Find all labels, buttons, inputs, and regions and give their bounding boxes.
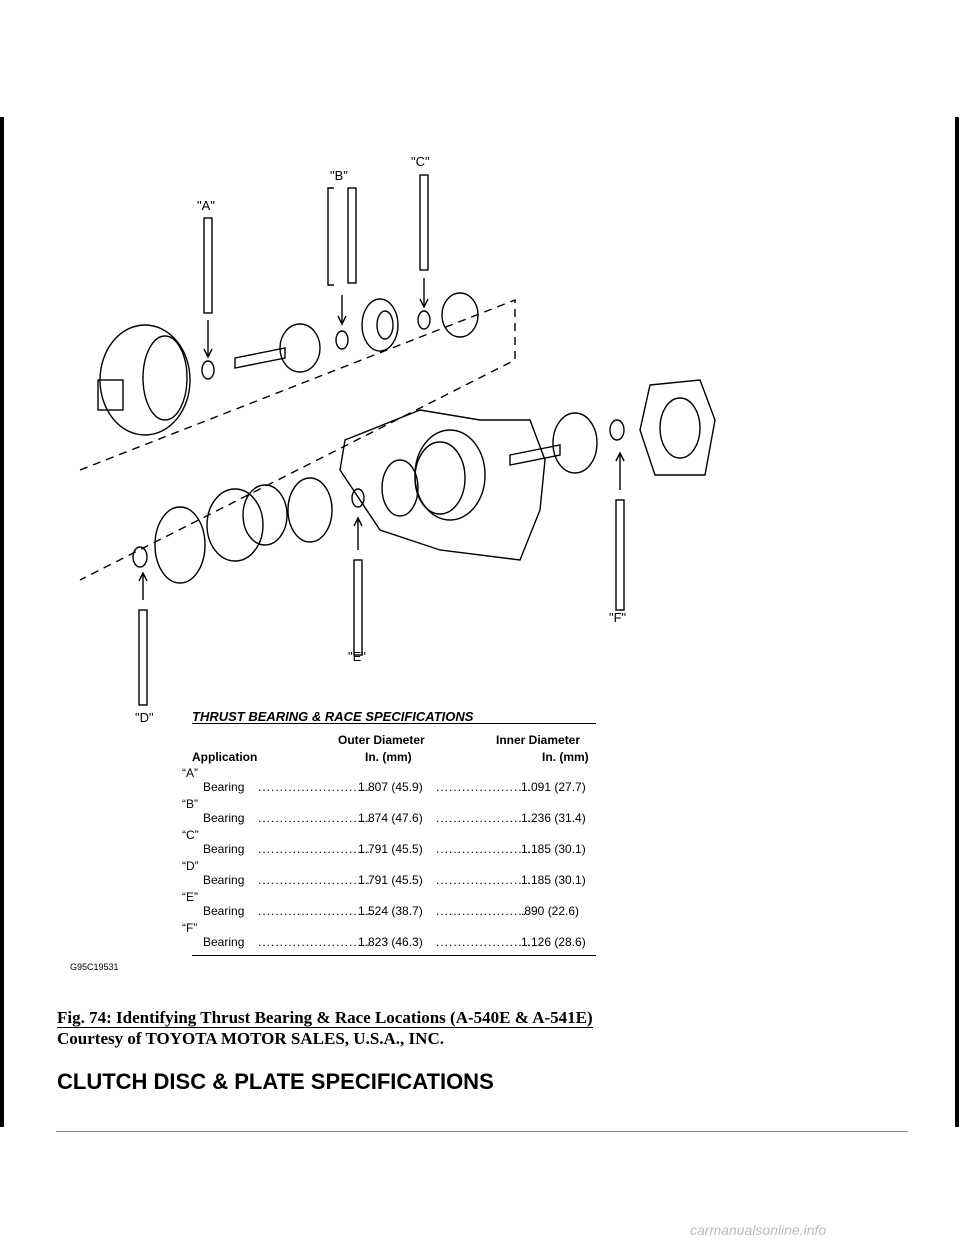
label-a: "A" bbox=[197, 198, 215, 213]
table-title: THRUST BEARING & RACE SPECIFICATIONS bbox=[192, 709, 474, 724]
row-application: “A” bbox=[182, 766, 198, 780]
row-item: Bearing bbox=[203, 904, 245, 918]
row-inner-diameter: 1.091 (27.7) bbox=[521, 780, 586, 794]
col-inner-line2: In. (mm) bbox=[542, 750, 589, 764]
row-leader: ...................... bbox=[436, 935, 532, 949]
row-leader: .......................... bbox=[258, 811, 371, 825]
row-inner-diameter: 1.236 (31.4) bbox=[521, 811, 586, 825]
row-leader: .......................... bbox=[258, 842, 371, 856]
row-leader: .......................... bbox=[258, 873, 371, 887]
footer-rule bbox=[56, 1131, 908, 1132]
row-item: Bearing bbox=[203, 842, 245, 856]
row-leader: ...................... bbox=[436, 811, 532, 825]
col-outer-line2: In. (mm) bbox=[365, 750, 412, 764]
row-leader: ...................... bbox=[436, 780, 532, 794]
row-item: Bearing bbox=[203, 873, 245, 887]
row-leader: .......................... bbox=[258, 935, 371, 949]
dashed-guide bbox=[79, 298, 516, 581]
figure-credit: Courtesy of TOYOTA MOTOR SALES, U.S.A., … bbox=[57, 1029, 444, 1048]
row-application: “F” bbox=[182, 921, 198, 935]
row-inner-diameter: 1.185 (30.1) bbox=[521, 873, 586, 887]
row-inner-diameter: 1.185 (30.1) bbox=[521, 842, 586, 856]
col-application: Application bbox=[192, 750, 258, 764]
row-application: “C” bbox=[182, 828, 199, 842]
row-outer-diameter: 1.807 (45.9) bbox=[358, 780, 423, 794]
col-outer-line1: Outer Diameter bbox=[338, 733, 425, 747]
row-inner-diameter: 1.126 (28.6) bbox=[521, 935, 586, 949]
label-d: "D" bbox=[135, 710, 154, 725]
row-leader: ...................... bbox=[436, 842, 532, 856]
row-leader: .......................... bbox=[258, 904, 371, 918]
page-edge-right bbox=[955, 117, 959, 1127]
strip-f bbox=[615, 499, 625, 611]
label-f: "F" bbox=[609, 610, 627, 625]
row-inner-diameter: .890 (22.6) bbox=[521, 904, 580, 918]
row-leader: .......................... bbox=[258, 780, 371, 794]
row-leader: ...................... bbox=[436, 873, 532, 887]
label-b: "B" bbox=[330, 168, 348, 183]
row-item: Bearing bbox=[203, 811, 245, 825]
strip-c bbox=[419, 174, 429, 271]
row-application: “B” bbox=[182, 797, 198, 811]
row-outer-diameter: 1.791 (45.5) bbox=[358, 873, 423, 887]
row-item: Bearing bbox=[203, 780, 245, 794]
page-edge-left bbox=[0, 117, 4, 1127]
row-application: “D” bbox=[182, 859, 199, 873]
strip-e bbox=[353, 559, 363, 656]
section-heading: CLUTCH DISC & PLATE SPECIFICATIONS bbox=[57, 1069, 494, 1094]
row-outer-diameter: 1.823 (46.3) bbox=[358, 935, 423, 949]
figure-code: G95C19531 bbox=[70, 962, 119, 972]
row-application: “E” bbox=[182, 890, 198, 904]
row-outer-diameter: 1.874 (47.6) bbox=[358, 811, 423, 825]
strip-a bbox=[203, 217, 213, 314]
strip-d bbox=[138, 609, 148, 706]
label-e: "E" bbox=[348, 649, 366, 664]
row-item: Bearing bbox=[203, 935, 245, 949]
row-leader: ...................... bbox=[436, 904, 532, 918]
row-outer-diameter: 1.524 (38.7) bbox=[358, 904, 423, 918]
figure-caption-text: Fig. 74: Identifying Thrust Bearing & Ra… bbox=[57, 1008, 593, 1028]
strip-b bbox=[347, 187, 357, 284]
table-bottom-rule bbox=[192, 955, 596, 956]
row-outer-diameter: 1.791 (45.5) bbox=[358, 842, 423, 856]
figure-caption: Fig. 74: Identifying Thrust Bearing & Ra… bbox=[57, 1008, 593, 1028]
label-c: "C" bbox=[411, 154, 430, 169]
col-inner-line1: Inner Diameter bbox=[496, 733, 581, 747]
table-top-rule bbox=[192, 723, 596, 724]
watermark: carmanualsonline.info bbox=[690, 1222, 827, 1238]
exploded-diagram: "A" "B" "C" "D" "E" "F" bbox=[79, 154, 716, 725]
